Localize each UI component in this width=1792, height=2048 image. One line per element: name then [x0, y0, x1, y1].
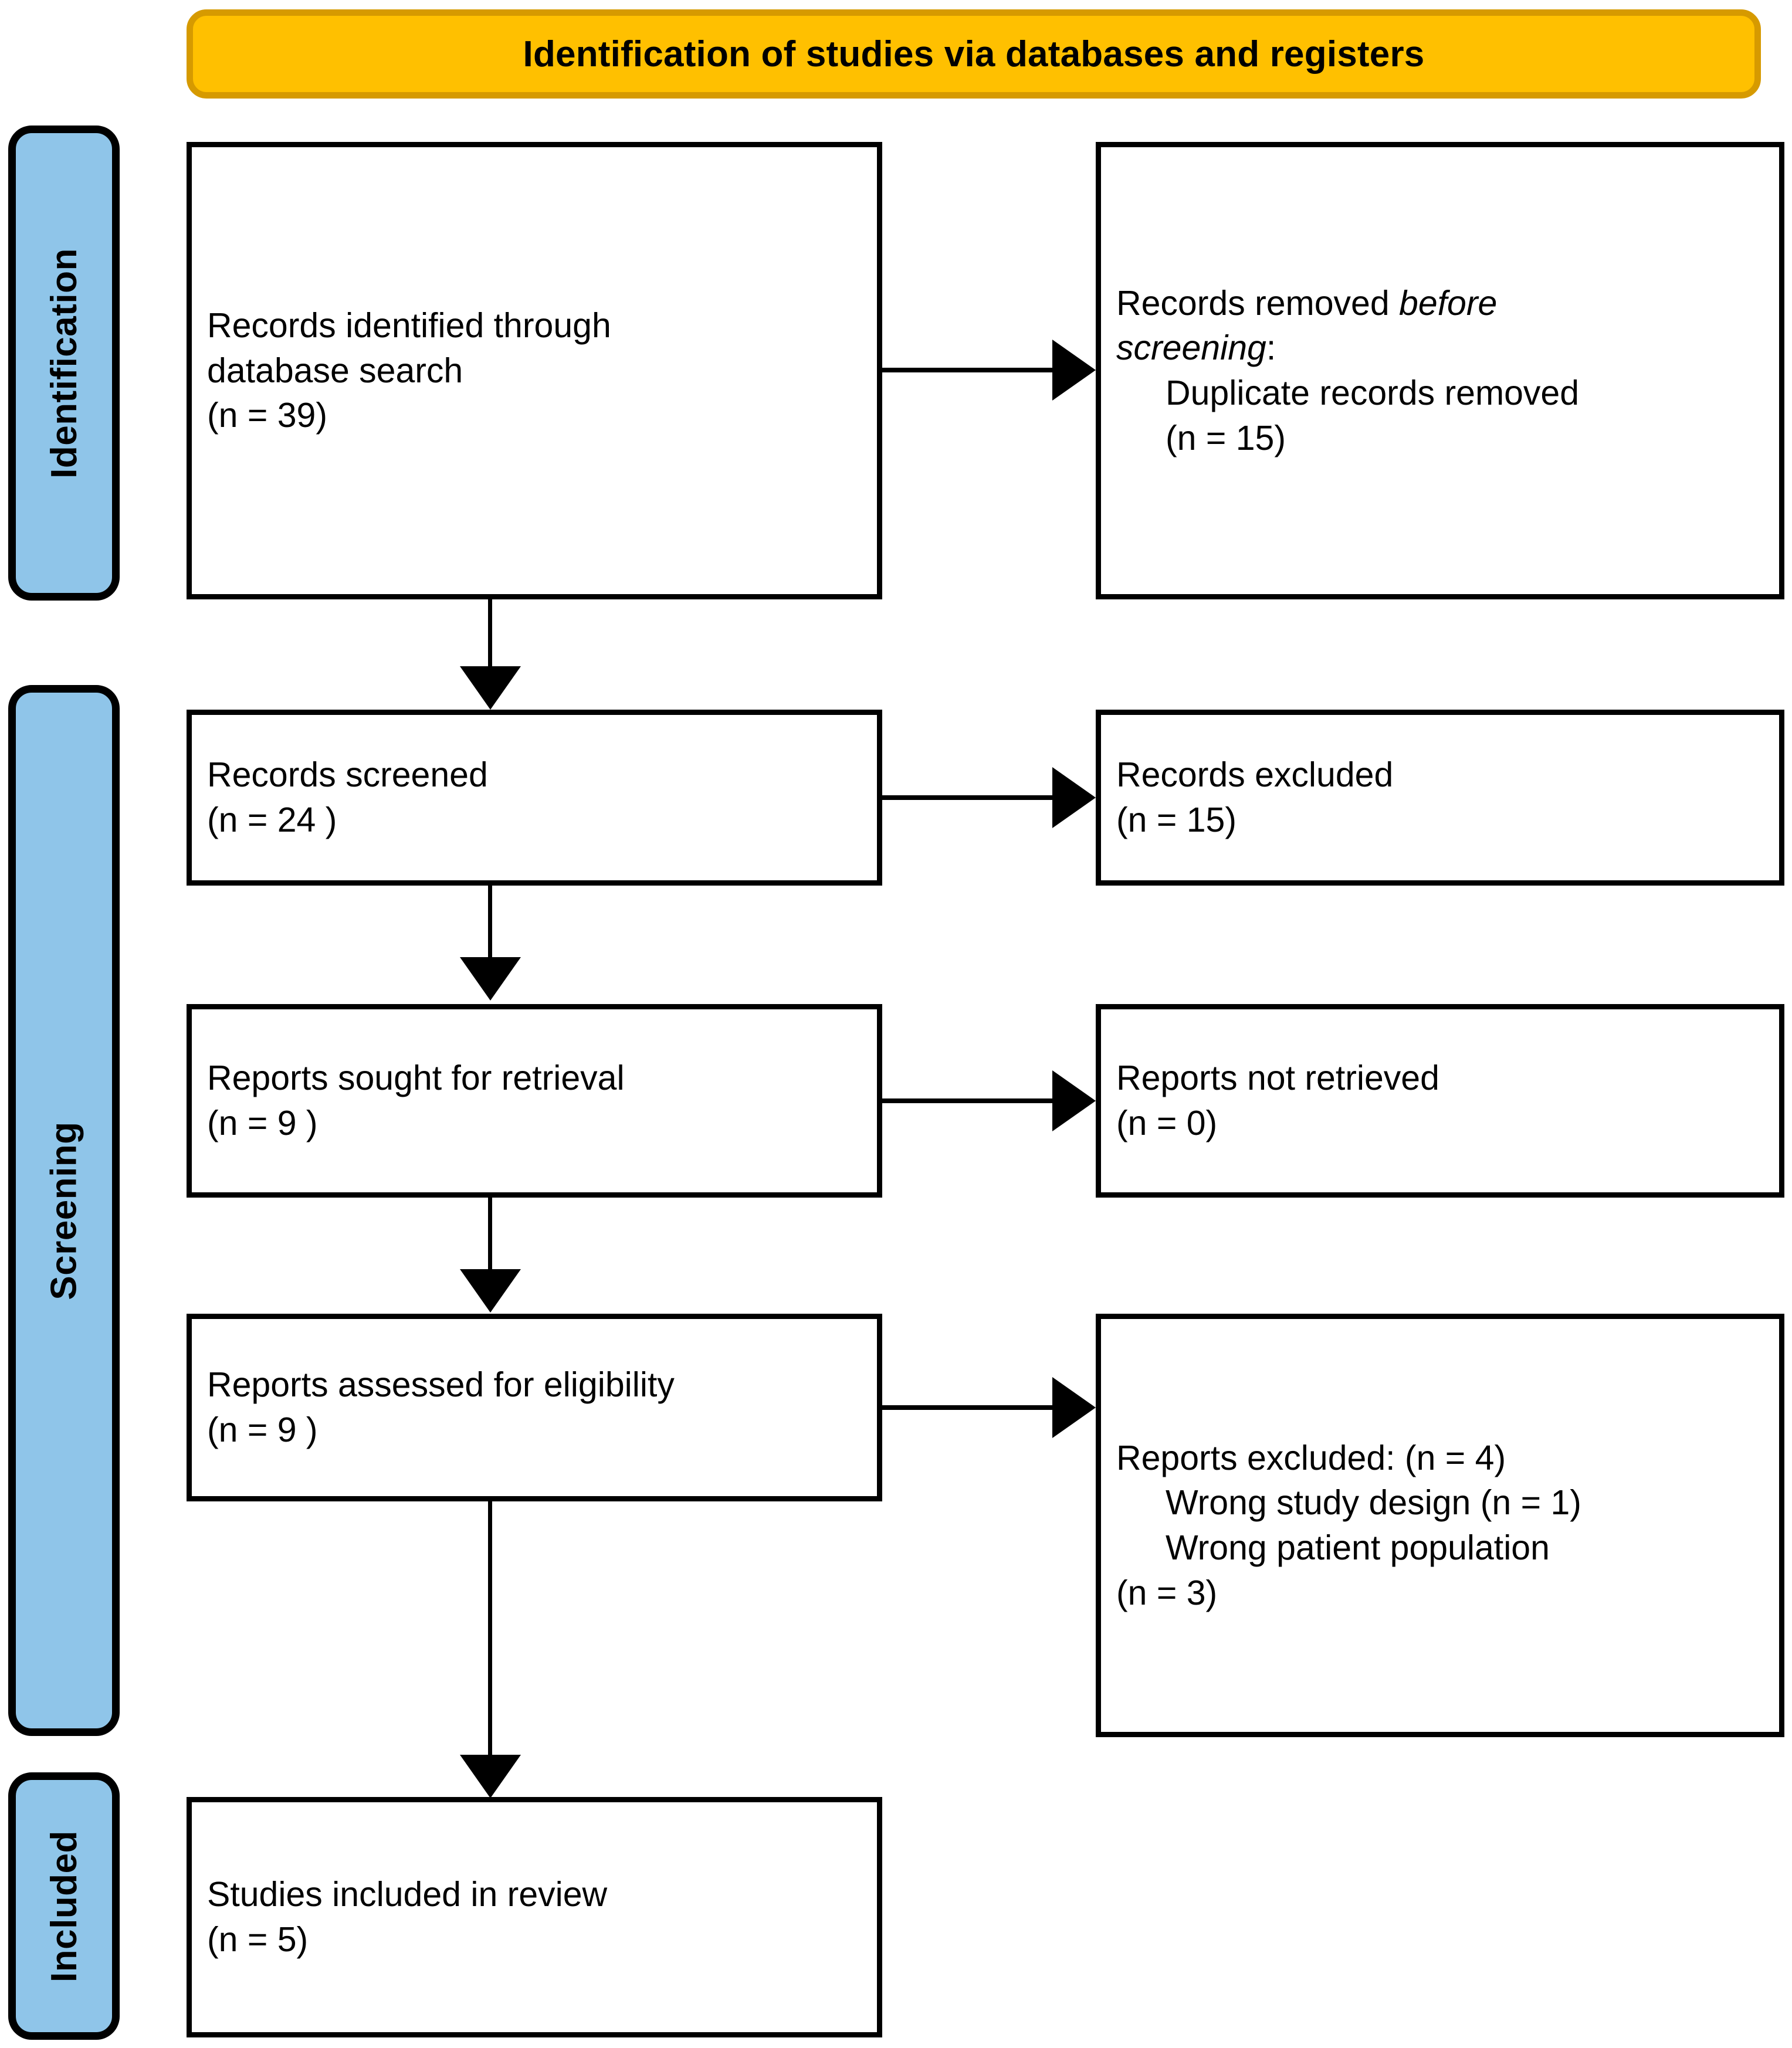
connector-identified-to-screened-line — [488, 599, 492, 671]
node-records-identified: Records identified through database searc… — [187, 142, 882, 599]
node-reports-not-retrieved-text: Reports not retrieved (n = 0) — [1101, 1056, 1779, 1145]
connector-screened-to-sought-line — [488, 886, 492, 962]
node-records-screened-text: Records screened (n = 24 ) — [192, 752, 877, 842]
records-removed-line3: Duplicate records removed — [1166, 374, 1580, 412]
records-identified-line1: Records identified through — [207, 306, 611, 345]
node-reports-not-retrieved: Reports not retrieved (n = 0) — [1096, 1004, 1784, 1198]
stage-bar-identification: Identification — [8, 126, 120, 601]
records-removed-line2-italic: screening — [1116, 328, 1266, 368]
records-screened-line2: (n = 24 ) — [207, 801, 337, 839]
node-reports-assessed-text: Reports assessed for eligibility (n = 9 ) — [192, 1362, 877, 1452]
records-excluded-line1: Records excluded — [1116, 755, 1394, 795]
connector-identified-to-removed-arrowhead — [1052, 340, 1096, 401]
node-studies-included: Studies included in review (n = 5) — [187, 1797, 882, 2037]
records-removed-line1-prefix: Records removed — [1116, 283, 1400, 323]
reports-excluded-line4: (n = 3) — [1116, 1573, 1218, 1612]
connector-sought-to-not-retrieved-line — [882, 1098, 1058, 1103]
reports-not-retrieved-line1: Reports not retrieved — [1116, 1059, 1439, 1098]
connector-identified-to-screened-arrowhead — [460, 666, 521, 710]
records-identified-line2: database search — [207, 351, 463, 390]
reports-excluded-line2: Wrong study design (n = 1) — [1166, 1483, 1581, 1523]
reports-assessed-line2: (n = 9 ) — [207, 1410, 318, 1449]
reports-excluded-line3: Wrong patient population — [1166, 1528, 1550, 1567]
connector-sought-to-assessed-arrowhead — [460, 1269, 521, 1313]
node-records-excluded-text: Records excluded (n = 15) — [1101, 752, 1779, 842]
connector-assessed-to-included-arrowhead — [460, 1755, 521, 1798]
node-reports-excluded-text: Reports excluded: (n = 4) Wrong study des… — [1101, 1436, 1779, 1616]
records-screened-line1: Records screened — [207, 755, 488, 795]
reports-excluded-line1: Reports excluded: (n = 4) — [1116, 1438, 1506, 1477]
studies-included-line1: Studies included in review — [207, 1875, 608, 1914]
node-reports-excluded: Reports excluded: (n = 4) Wrong study des… — [1096, 1314, 1784, 1737]
node-records-removed-text: Records removed before screening: Duplicat… — [1101, 281, 1779, 461]
node-records-identified-text: Records identified through database searc… — [192, 303, 877, 438]
connector-screened-to-excluded-arrowhead — [1052, 767, 1096, 828]
reports-not-retrieved-line2: (n = 0) — [1116, 1104, 1218, 1142]
stage-label-identification: Identification — [43, 247, 84, 479]
node-records-excluded: Records excluded (n = 15) — [1096, 710, 1784, 886]
node-reports-sought-text: Reports sought for retrieval (n = 9 ) — [192, 1056, 877, 1145]
reports-sought-line2: (n = 9 ) — [207, 1104, 318, 1142]
connector-assessed-to-excluded-line — [882, 1405, 1058, 1410]
records-excluded-line2: (n = 15) — [1116, 801, 1237, 839]
node-records-screened: Records screened (n = 24 ) — [187, 710, 882, 886]
connector-assessed-to-excluded-arrowhead — [1052, 1377, 1096, 1438]
connector-sought-to-assessed-line — [488, 1198, 492, 1274]
connector-sought-to-not-retrieved-arrowhead — [1052, 1070, 1096, 1131]
node-records-removed: Records removed before screening: Duplicat… — [1096, 142, 1784, 599]
stage-label-screening: Screening — [43, 1121, 84, 1300]
diagram-title: Identification of studies via databases … — [523, 33, 1425, 74]
records-removed-line4: (n = 15) — [1166, 418, 1286, 457]
records-identified-line3: (n = 39) — [207, 396, 327, 435]
connector-assessed-to-included-line — [488, 1501, 492, 1759]
diagram-header-banner: Identification of studies via databases … — [187, 9, 1761, 99]
reports-sought-line1: Reports sought for retrieval — [207, 1059, 625, 1098]
reports-assessed-line1: Reports assessed for eligibility — [207, 1365, 675, 1405]
records-removed-line1-italic: before — [1399, 283, 1498, 323]
stage-bar-included: Included — [8, 1772, 120, 2040]
records-removed-line2-suffix: : — [1266, 328, 1276, 368]
connector-screened-to-sought-arrowhead — [460, 957, 521, 1001]
stage-label-included: Included — [43, 1830, 84, 1982]
connector-screened-to-excluded-line — [882, 795, 1058, 800]
connector-identified-to-removed-line — [882, 368, 1058, 372]
stage-bar-screening: Screening — [8, 685, 120, 1736]
studies-included-line2: (n = 5) — [207, 1920, 309, 1959]
node-reports-sought: Reports sought for retrieval (n = 9 ) — [187, 1004, 882, 1198]
node-studies-included-text: Studies included in review (n = 5) — [192, 1872, 877, 1962]
node-reports-assessed: Reports assessed for eligibility (n = 9 ) — [187, 1314, 882, 1501]
